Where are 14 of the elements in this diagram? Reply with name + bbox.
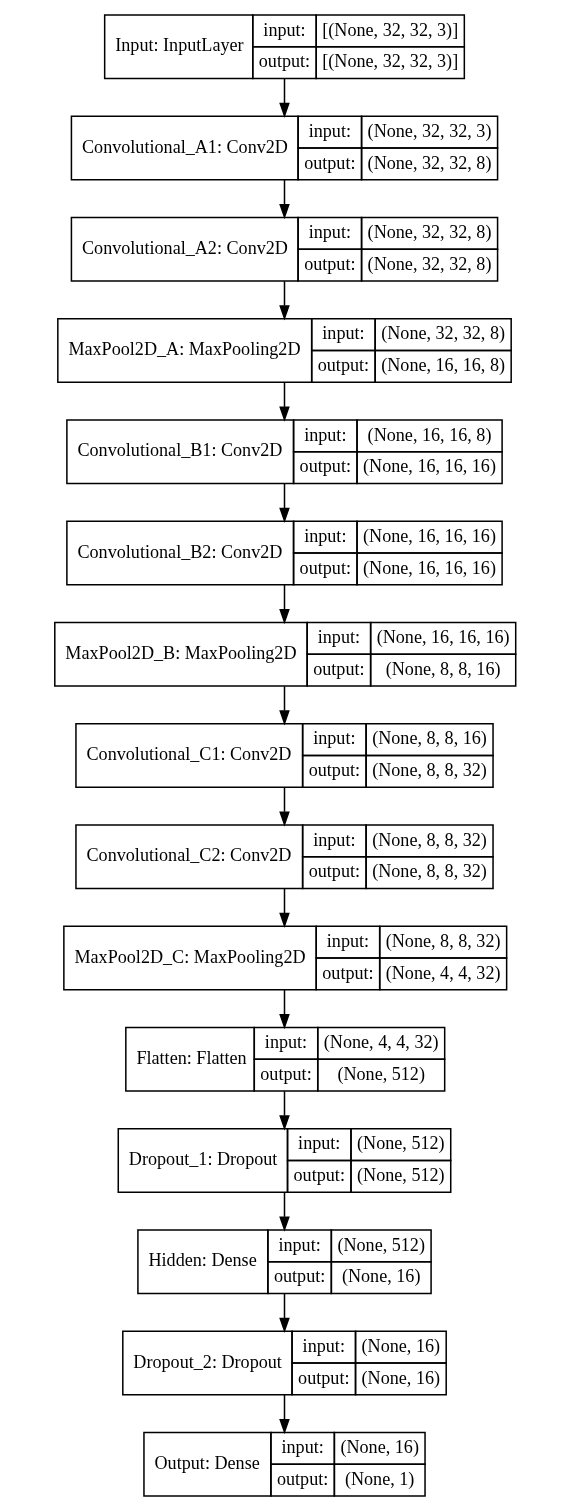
arrow bbox=[279, 1191, 290, 1232]
arrow bbox=[279, 786, 290, 827]
arrow bbox=[279, 179, 290, 220]
arrow bbox=[279, 888, 290, 928]
arrow bbox=[279, 1090, 290, 1131]
arrow bbox=[279, 483, 290, 523]
arrow bbox=[279, 78, 290, 118]
arrow bbox=[279, 1394, 290, 1435]
arrow bbox=[279, 280, 290, 321]
arrow bbox=[279, 685, 290, 726]
arrow bbox=[279, 989, 290, 1030]
arrow bbox=[279, 381, 290, 422]
arrow bbox=[279, 1293, 290, 1333]
arrow bbox=[279, 584, 290, 625]
